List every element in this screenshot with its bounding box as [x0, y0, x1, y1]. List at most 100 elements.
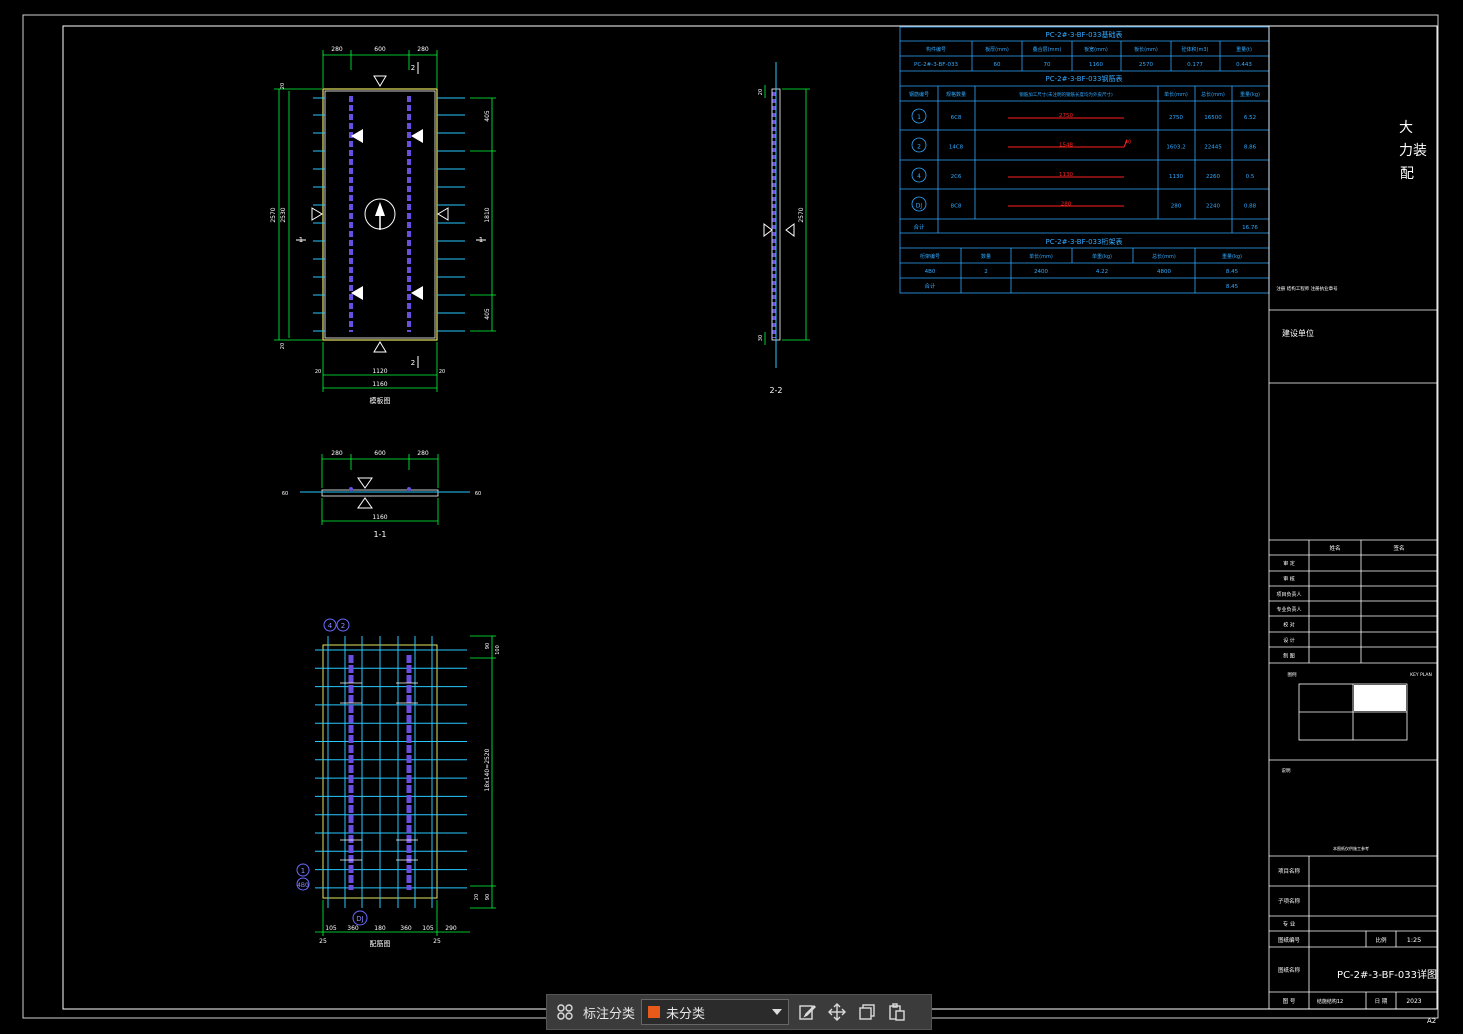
section-title: 2-2: [769, 386, 782, 395]
dim-text: 18x140=2520: [484, 748, 491, 791]
rebar-label: DJ: [356, 915, 363, 923]
dim-text: 30: [758, 335, 764, 341]
profession-label: 专 业: [1283, 920, 1296, 928]
notes-label: 说明: [1282, 767, 1291, 774]
sign-row-label: 专业负责人: [1276, 606, 1301, 613]
table-cell: 2570: [1139, 62, 1153, 68]
plan-rebar-stubs-right: [437, 97, 465, 332]
dim-text: 20: [474, 894, 480, 900]
dim-text: 60: [475, 491, 481, 497]
dim-text: 100: [495, 645, 501, 655]
sign-row-label: 审 定: [1283, 560, 1295, 567]
rebar-label: 1: [301, 867, 305, 875]
table-cell: 6.52: [1244, 115, 1256, 121]
table-cell: 8.45: [1226, 269, 1239, 275]
table-cell: 4: [917, 173, 921, 180]
key-plan-highlight: [1354, 685, 1406, 711]
section-1-1: [300, 454, 470, 525]
table-cell: 40: [1125, 140, 1131, 146]
sign-row-label: 审 核: [1283, 575, 1295, 582]
table-cell: 2750: [1059, 113, 1073, 119]
table-cell: 1130: [1059, 172, 1073, 178]
table-header: 钢筋加工尺寸(未注明的钢筋长度均为外皮尺寸): [1019, 91, 1113, 98]
dim-text: 1120: [372, 368, 387, 375]
grid-icon[interactable]: [553, 1000, 577, 1024]
table-cell: 22445: [1204, 145, 1222, 151]
table-cell: 4.22: [1096, 269, 1108, 275]
table-title: PC-2#-3-BF-033桁架表: [1046, 237, 1123, 246]
table-header: 总长(mm): [1152, 253, 1176, 260]
rebar-horizontal-bars: [315, 649, 467, 889]
table-header: 构件编号: [926, 46, 946, 53]
dim-text: 20: [280, 83, 286, 89]
sign-row-label: 校 对: [1283, 622, 1295, 629]
dim-text: 290: [445, 925, 457, 932]
dim-text: 105: [325, 925, 337, 932]
section-marker: 1: [479, 236, 483, 244]
dim-text: 105: [422, 925, 434, 932]
table-cell: 4B0: [925, 269, 936, 275]
table-cell: 14C8: [949, 145, 964, 151]
sheet-label: 图 号: [1283, 997, 1296, 1005]
section-marker: 2: [411, 64, 415, 72]
table-header: 单长(mm): [1164, 91, 1188, 98]
dim-text: 20: [758, 89, 764, 95]
table-header: 重量(kg): [1240, 91, 1260, 98]
table-header: 钢筋编号: [909, 91, 929, 98]
scale-label: 比例: [1375, 936, 1387, 944]
table-cell: 2: [917, 144, 921, 151]
date-label: 日 期: [1375, 998, 1388, 1005]
copy-icon[interactable]: [855, 1000, 879, 1024]
table-cell: 2400: [1034, 269, 1048, 275]
dim-text: 90: [485, 894, 491, 900]
paste-icon[interactable]: [885, 1000, 909, 1024]
sign-row-label: 项目负责人: [1276, 591, 1301, 598]
table-header: 砼体积(m3): [1182, 46, 1209, 53]
key-plan-label: 图例: [1288, 671, 1297, 678]
table-cell: 0.88: [1244, 204, 1257, 210]
dim-text: 1160: [372, 381, 387, 388]
rebar-label: 2: [341, 622, 345, 630]
table-cell: 8C8: [951, 204, 962, 210]
move-icon[interactable]: [825, 1000, 849, 1024]
table-header: 单重(kg): [1092, 253, 1112, 260]
dim-text: 20: [439, 369, 445, 375]
annotation-category-label: 标注分类: [583, 1006, 636, 1022]
dim-text: 405: [484, 110, 491, 122]
dim-text: 600: [374, 46, 386, 53]
section-marker: 2: [411, 359, 415, 367]
table-header: 叠合层(mm): [1033, 46, 1062, 53]
table-cell: 2750: [1169, 115, 1183, 121]
dim-text: 2570: [270, 207, 277, 222]
rebar-shape-lines: [1008, 117, 1128, 207]
dim-text: 360: [347, 925, 359, 932]
table-cell: 2C6: [951, 174, 962, 180]
table-cell: 1130: [1169, 174, 1183, 180]
rebar-label: 4: [328, 622, 333, 630]
table-header: 单长(mm): [1029, 253, 1053, 260]
plan-dimensions: [274, 50, 496, 392]
edit-icon[interactable]: [795, 1000, 819, 1024]
rebar-label: 4B0: [297, 882, 309, 889]
title-block: [1268, 26, 1437, 1009]
dim-text: 20: [280, 343, 286, 349]
table-header: 总长(mm): [1201, 91, 1225, 98]
table-header: 板宽(mm): [1084, 46, 1108, 53]
table-cell: PC-2#-3-BF-033: [914, 62, 958, 68]
dim-text: 280: [417, 46, 429, 53]
dim-text: 20: [315, 369, 321, 375]
annotation-category-select[interactable]: 未分类: [641, 999, 790, 1025]
sub-project-label: 子项名称: [1278, 897, 1301, 905]
paper-size-label: A2: [1427, 1017, 1437, 1025]
table-cell: 16.76: [1242, 225, 1258, 231]
section-2-2: [763, 62, 810, 368]
category-color-swatch: [648, 1006, 661, 1018]
table-cell: 1603.2: [1166, 145, 1185, 151]
company-name: 大: [1399, 120, 1413, 136]
table-cell: 0.5: [1246, 174, 1255, 180]
plan-outline: [322, 88, 438, 341]
table-cell: 4800: [1157, 269, 1171, 275]
rebar-tables: [899, 26, 1270, 294]
table-cell: 合计: [913, 223, 925, 231]
